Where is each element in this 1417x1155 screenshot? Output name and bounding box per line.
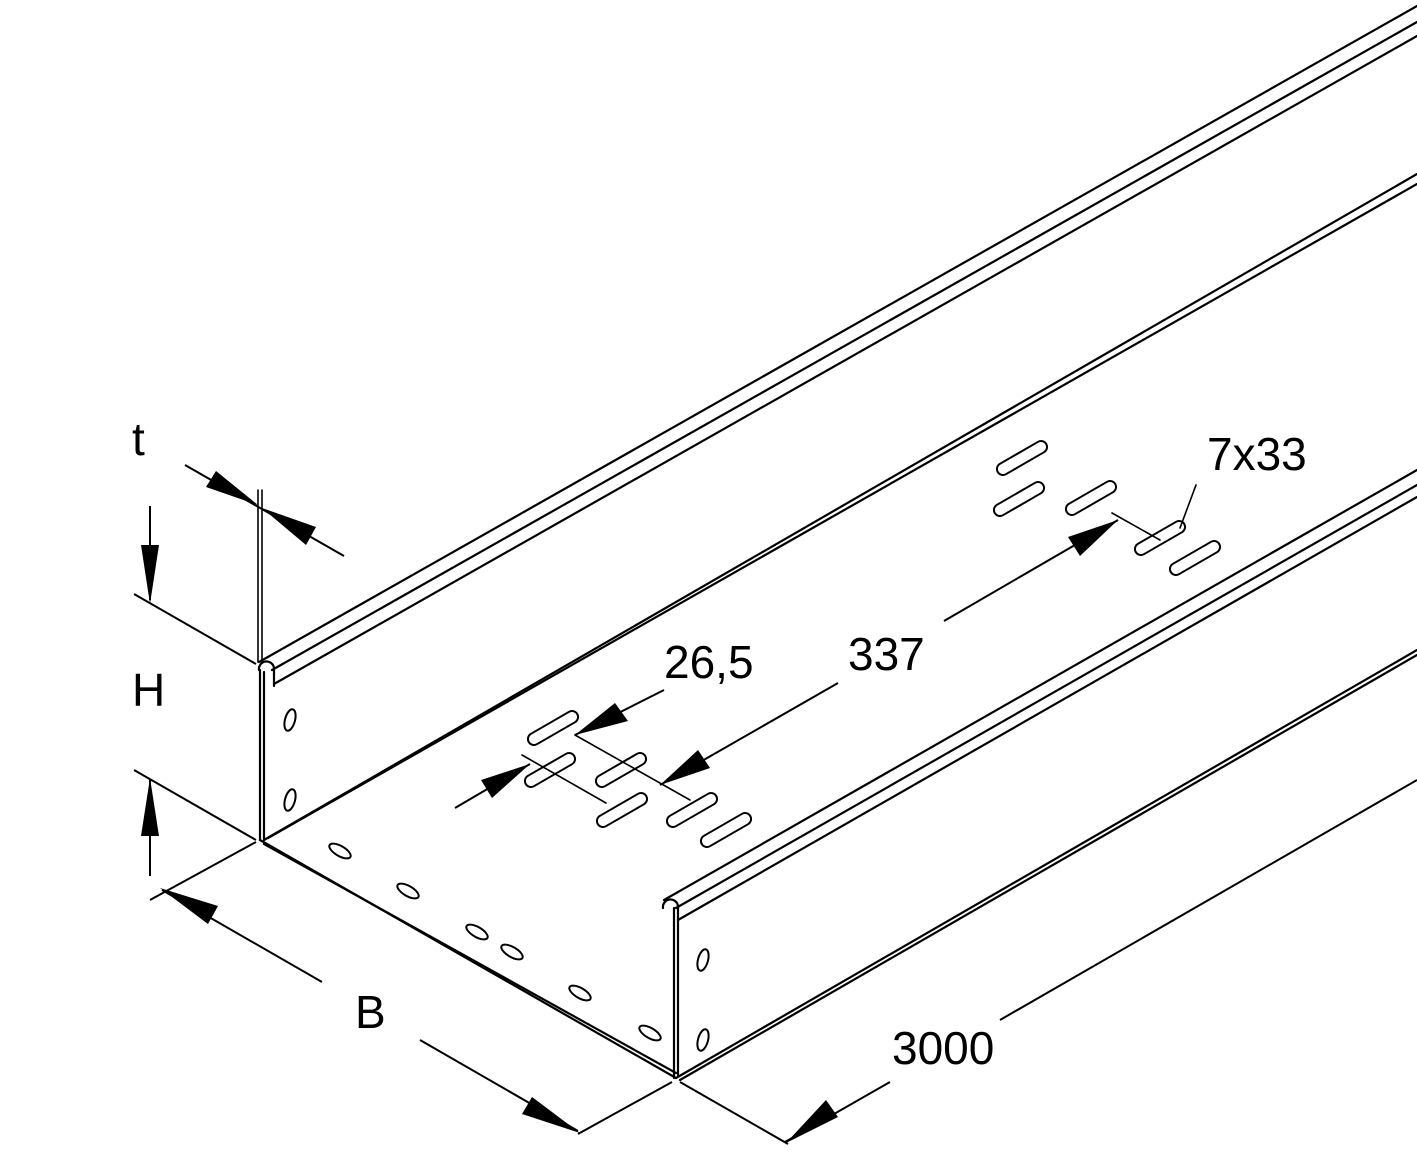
label-B: B (355, 986, 386, 1038)
dimension-slot-size: 7x33 (1179, 428, 1307, 529)
dimension-length: 3000 (679, 779, 1417, 1145)
floor-slots-rear (992, 440, 1222, 576)
label-337: 337 (848, 628, 925, 680)
label-26-5: 26,5 (664, 636, 754, 688)
dimension-height: H (132, 506, 257, 876)
left-side-wall (257, 4, 1417, 842)
floor-slots-front (523, 710, 753, 848)
tray-floor-front-edge (258, 838, 678, 1080)
right-side-wall (661, 468, 1417, 1082)
dimension-thickness: t (132, 413, 345, 663)
label-t: t (132, 413, 145, 465)
dimension-slot-pitch-large: 337 (659, 512, 1161, 786)
label-3000: 3000 (892, 1022, 994, 1074)
label-7x33: 7x33 (1207, 428, 1307, 480)
dimension-width: B (149, 841, 673, 1135)
dimension-slot-pitch-small: 26,5 (454, 636, 754, 809)
label-H: H (132, 664, 165, 716)
